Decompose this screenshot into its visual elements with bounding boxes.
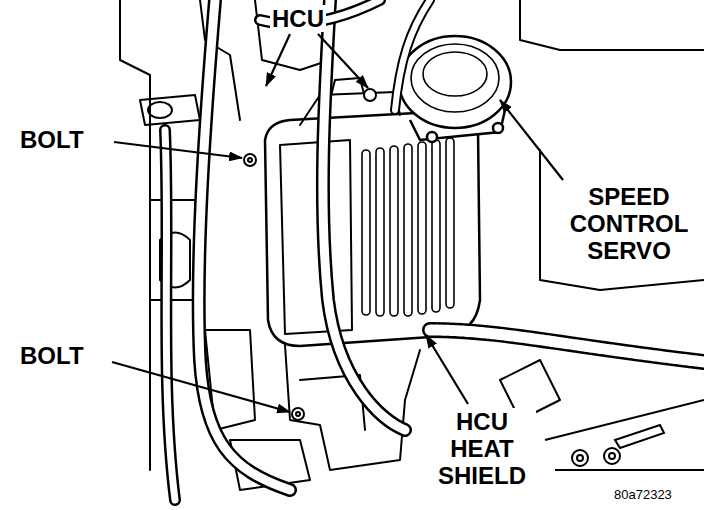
figure-number: 80a72323 (612, 487, 674, 502)
part-label: BOLT (18, 126, 86, 153)
part-label: SPEED CONTROL SERVO (558, 183, 700, 264)
part-label: BOLT (18, 342, 86, 369)
part-label: HCU (270, 5, 326, 32)
part-label: HCU HEAT SHIELD (428, 408, 536, 489)
